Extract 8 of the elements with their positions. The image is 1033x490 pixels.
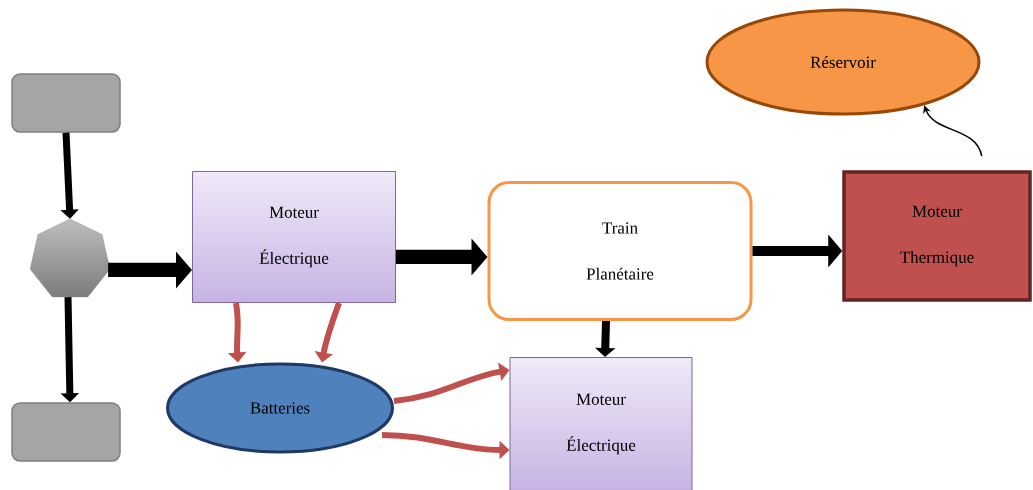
motor-box: Moteur Électrique bbox=[192, 171, 396, 303]
arrow bbox=[923, 105, 983, 157]
gear-train-box: Train Planétaire bbox=[487, 181, 753, 321]
wheel-box bbox=[11, 73, 121, 133]
motor-box: Moteur Électrique bbox=[509, 357, 693, 490]
wheel-box bbox=[11, 402, 121, 462]
engine-box: Moteur Thermique bbox=[842, 170, 1032, 302]
heptagon-shape bbox=[29, 218, 111, 298]
